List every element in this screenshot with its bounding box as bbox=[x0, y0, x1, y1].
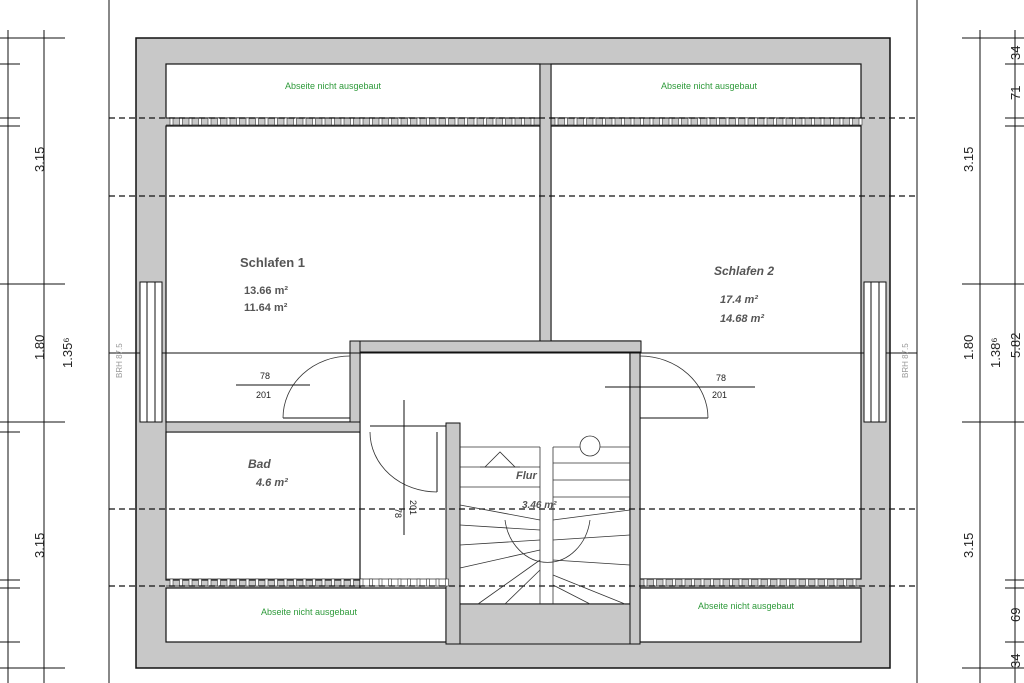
room-flur-area bbox=[359, 351, 631, 605]
dim-right-6: 34 bbox=[1008, 46, 1023, 60]
dim-left-3: 1.35⁶ bbox=[60, 337, 75, 368]
room-schlafen-2-area2: 14.68 m² bbox=[720, 313, 764, 325]
dim-right-3: 1.38⁶ bbox=[988, 337, 1003, 368]
room-schlafen-1-name: Schlafen 1 bbox=[240, 255, 305, 270]
attic-bottom-left bbox=[165, 587, 447, 643]
door-left-height: 201 bbox=[256, 390, 271, 400]
dim-right-8: 69 bbox=[1008, 608, 1023, 622]
room-bad-name: Bad bbox=[248, 457, 271, 471]
attic-top-right bbox=[550, 63, 862, 119]
dim-right-5: 3.15 bbox=[961, 533, 976, 558]
kneewall-ticks bbox=[166, 117, 863, 587]
door-left-width: 78 bbox=[260, 371, 270, 381]
room-schlafen-1-area2: 11.64 m² bbox=[244, 302, 288, 314]
attic-bottom-right bbox=[639, 587, 862, 643]
dim-left-1: 3.15 bbox=[32, 147, 47, 172]
dim-right-2: 1.80 bbox=[961, 335, 976, 360]
door-right-height: 201 bbox=[712, 390, 727, 400]
staircase bbox=[459, 435, 631, 605]
attic-label-top-right: Abseite nicht ausgebaut bbox=[661, 81, 758, 91]
attic-label-bottom-right: Abseite nicht ausgebaut bbox=[698, 601, 795, 611]
window-label-left: BRH 87.5 bbox=[115, 343, 124, 378]
dim-right-4: 5.82 bbox=[1008, 333, 1023, 358]
door-right-width: 78 bbox=[716, 373, 726, 383]
attic-label-bottom-left: Abseite nicht ausgebaut bbox=[261, 607, 358, 617]
dim-right-7: 71 bbox=[1008, 86, 1023, 100]
window-right bbox=[863, 281, 887, 423]
dim-right-9: 34 bbox=[1008, 654, 1023, 668]
door-bad-width: 78 bbox=[393, 508, 403, 518]
door-bad-height: 201 bbox=[408, 500, 418, 515]
dim-left-4: 3.15 bbox=[32, 533, 47, 558]
door-schlafen-2 bbox=[605, 355, 755, 419]
room-schlafen-1-area1: 13.66 m² bbox=[244, 285, 288, 297]
room-schlafen-2-area1: 17.4 m² bbox=[720, 294, 758, 306]
room-schlafen-2-name: Schlafen 2 bbox=[714, 264, 774, 278]
door-bad bbox=[369, 400, 446, 535]
roof-lines bbox=[109, 117, 917, 587]
window-label-right: BRH 87.5 bbox=[901, 343, 910, 378]
attic-label-top-left: Abseite nicht ausgebaut bbox=[285, 81, 382, 91]
room-flur-area: 3.46 m² bbox=[522, 500, 557, 511]
dim-left-2: 1.80 bbox=[32, 335, 47, 360]
room-bad-area: 4.6 m² bbox=[255, 477, 288, 489]
window-left bbox=[139, 281, 163, 423]
dimension-chain-right bbox=[962, 30, 1024, 683]
dimension-chain-left bbox=[0, 30, 65, 683]
attic-top-left bbox=[165, 63, 541, 119]
dim-right-1: 3.15 bbox=[961, 147, 976, 172]
door-schlafen-1 bbox=[236, 355, 351, 419]
room-flur-name: Flur bbox=[516, 470, 537, 482]
interior-walls bbox=[165, 63, 642, 645]
